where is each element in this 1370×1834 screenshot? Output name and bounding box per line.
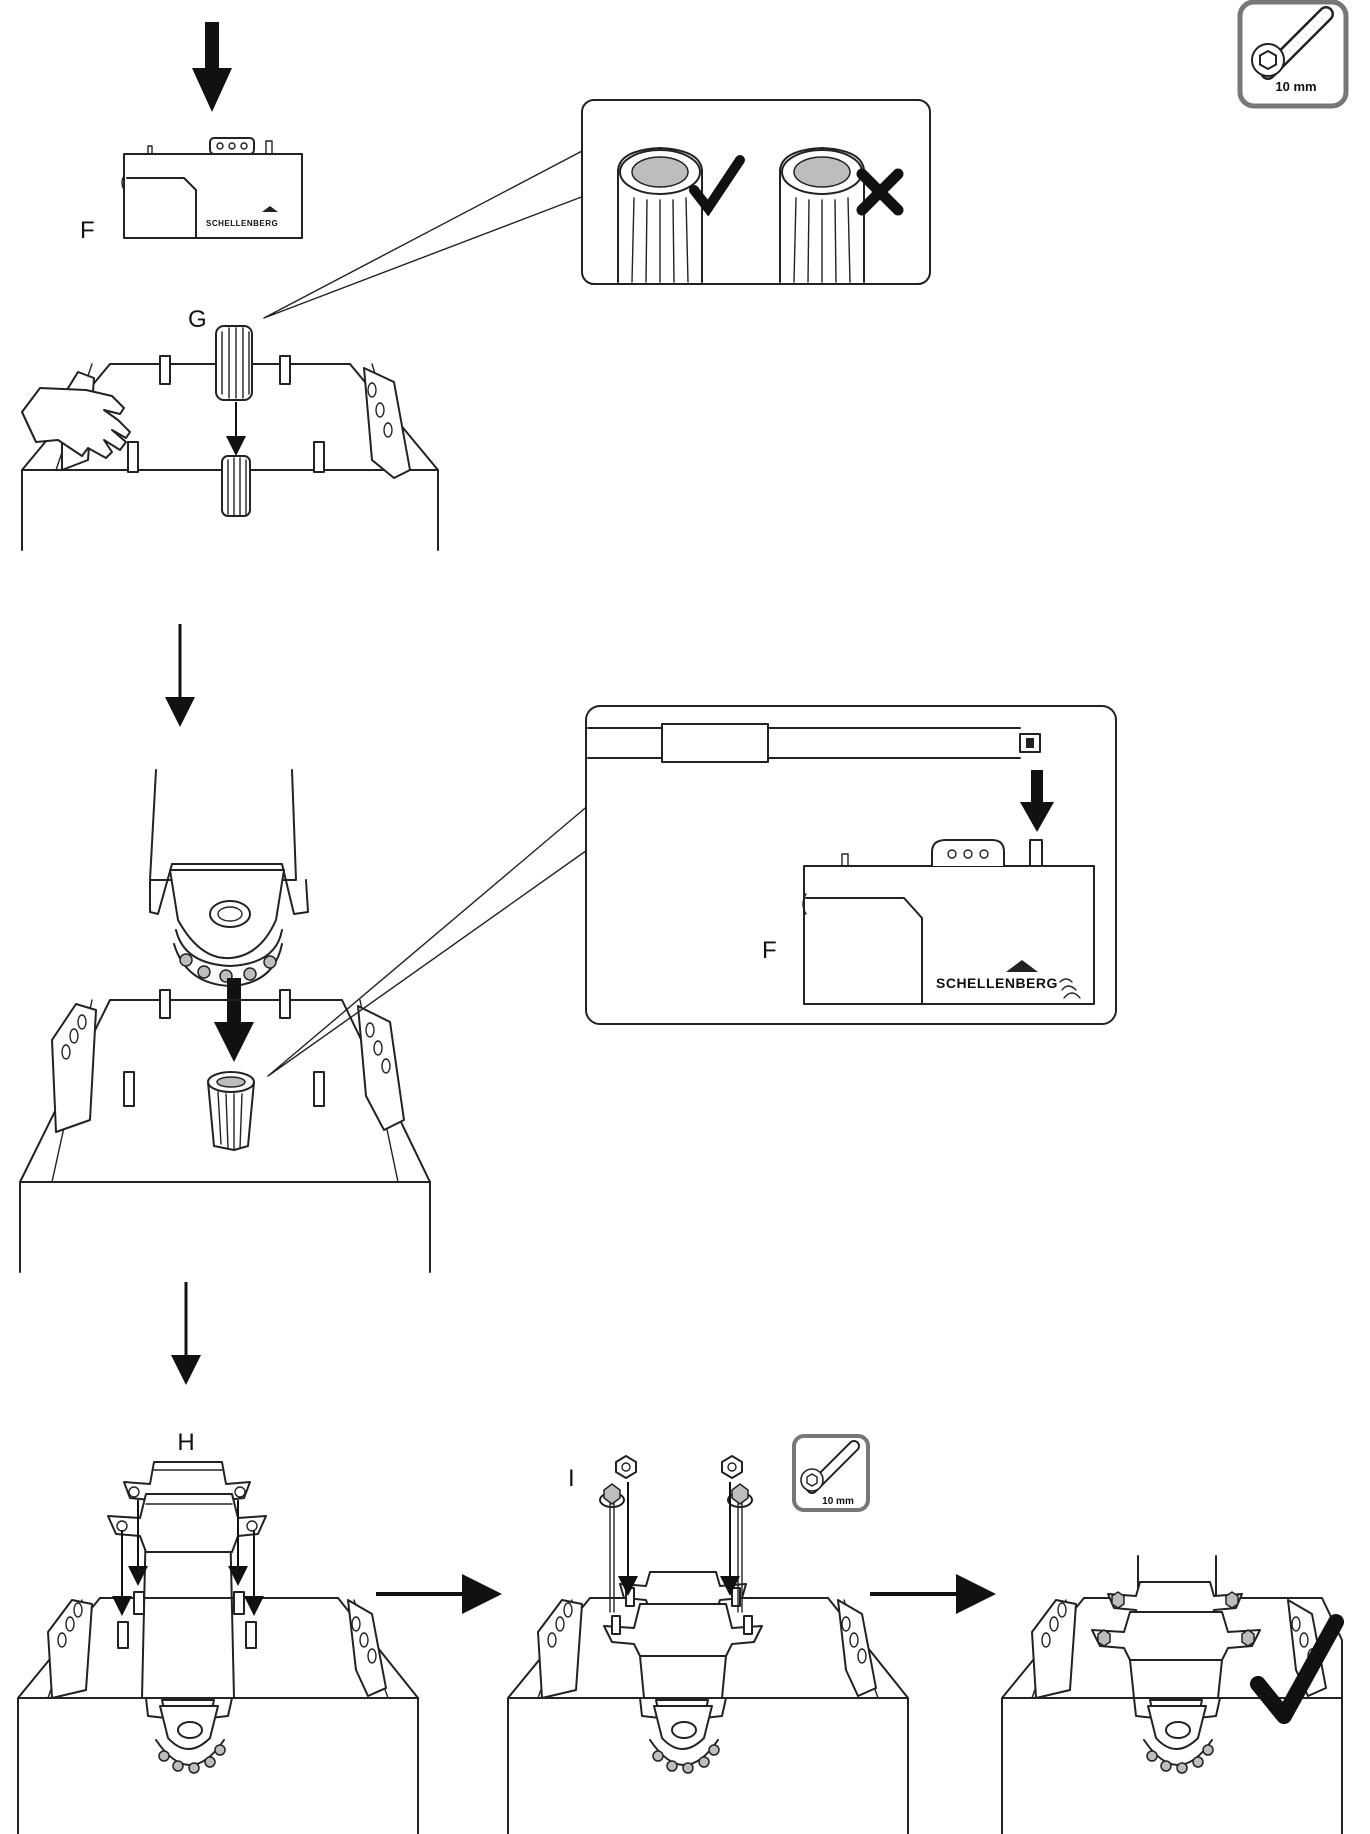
post-box-step4 (17, 1591, 419, 1834)
motor-installed-step5 (639, 1697, 727, 1774)
screws-with-nuts (599, 1455, 753, 1613)
socket-wrench-icon (1251, 6, 1334, 80)
tool-size-label: 10 mm (1275, 79, 1316, 94)
hand-icon (21, 387, 131, 459)
brand-logo-small: SCHELLENBERG (206, 219, 278, 228)
motor-unit-top: SCHELLENBERG (121, 137, 303, 239)
adapter-g-installed (207, 1071, 255, 1151)
motor-tube-descending (149, 769, 309, 987)
adapter-correct-detail (617, 147, 703, 283)
label-bracket-h: H (177, 1429, 194, 1456)
screw-right (727, 1483, 753, 1613)
brand-logo-detail: SCHELLENBERG (936, 975, 1058, 991)
callout-motor-detail: SCHELLENBERG F (267, 705, 1117, 1077)
label-adapter-g: G (188, 306, 207, 333)
insert-arrow (1020, 770, 1054, 832)
drive-shaft (221, 455, 251, 517)
motor-installed-step6 (1133, 1555, 1221, 1774)
nut-right-top (721, 1455, 743, 1479)
socket-wrench-icon (800, 1440, 860, 1494)
tool-size-label-small: 10 mm (822, 1496, 854, 1507)
nut-left-top (615, 1455, 637, 1479)
motor-unit-detail: SCHELLENBERG (802, 839, 1095, 1005)
cross-icon (856, 168, 904, 216)
checkmark-icon (689, 155, 745, 217)
bracket-mounted-step5 (603, 1571, 763, 1699)
adapter-g (215, 325, 253, 401)
screw-left (599, 1483, 625, 1613)
motor-installed-step4 (141, 1519, 235, 1774)
bracket-h (107, 1461, 267, 1553)
step-arrow-1 (192, 22, 232, 112)
label-motor-f-detail: F (762, 937, 777, 964)
bracket-guide-arrows (112, 1500, 264, 1616)
wrench-shaft-detail (587, 723, 1041, 763)
checkmark-icon (1250, 1614, 1344, 1724)
callout-adapter-detail (263, 99, 931, 319)
wrench-10mm-badge: 10 mm (1237, 0, 1349, 109)
label-screws-i: I (568, 1465, 575, 1492)
post-box-step5 (507, 1597, 909, 1834)
label-motor-f: F (80, 217, 95, 244)
wrench-10mm-badge-small: 10 mm (792, 1434, 870, 1512)
post-box-step3 (19, 989, 431, 1273)
step-arrow-down-bold (214, 978, 254, 1062)
bracket-fastened (1091, 1581, 1261, 1699)
